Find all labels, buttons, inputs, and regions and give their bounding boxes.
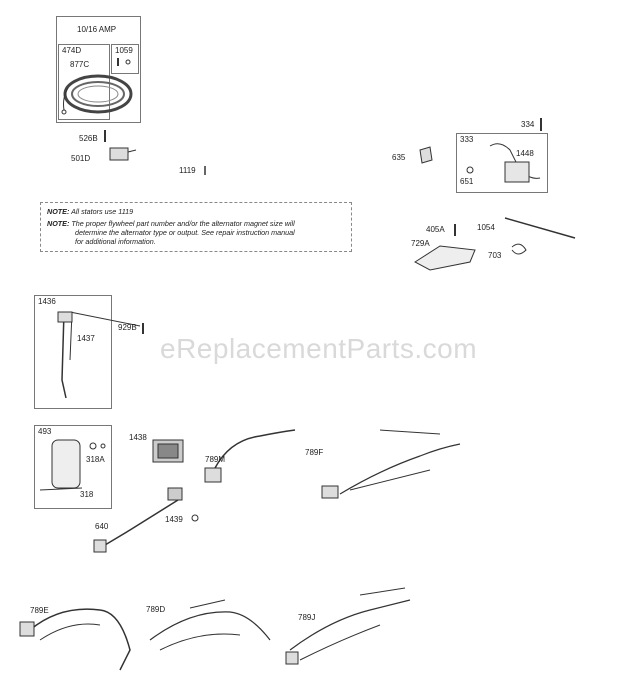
box-title-474d: 474D — [62, 46, 82, 55]
label-640: 640 — [95, 522, 109, 531]
module-493 — [39, 439, 106, 491]
box-1436: 1436 — [34, 295, 112, 409]
label-1437: 1437 — [77, 334, 95, 343]
label-703: 703 — [488, 251, 502, 260]
label-1119: 1119 — [179, 166, 196, 175]
label-1448: 1448 — [516, 149, 534, 158]
label-929b: 929B — [118, 323, 137, 332]
screw-1059 — [117, 58, 131, 66]
shield-729a — [414, 245, 476, 271]
label-334: 334 — [521, 120, 535, 129]
label-635: 635 — [392, 153, 406, 162]
label-1054: 1054 — [477, 223, 495, 232]
box-474d: 474D — [58, 44, 110, 120]
label-318: 318 — [80, 490, 94, 499]
note-text-2a: The proper flywheel part number and/or t… — [71, 219, 295, 228]
tie-1054 — [504, 217, 576, 239]
module-501d — [109, 147, 137, 161]
watermark: eReplacementParts.com — [160, 333, 478, 364]
box-493: 493 — [34, 425, 112, 509]
note-text-2c: for additional information. — [75, 237, 156, 246]
label-405a: 405A — [426, 225, 445, 234]
label-501d: 501D — [71, 154, 91, 163]
note-box: NOTE: All stators use 1119 NOTE: The pro… — [40, 202, 352, 252]
box-333: 333 — [456, 133, 548, 193]
note-label-1: NOTE: — [47, 207, 70, 216]
nut-1439 — [191, 514, 199, 522]
box-title-1059: 1059 — [115, 46, 133, 55]
harness-789d — [149, 599, 271, 651]
box-title-333: 333 — [460, 135, 474, 144]
plug-635 — [419, 146, 433, 164]
clip-703 — [511, 243, 527, 255]
box-1059: 1059 — [111, 44, 139, 74]
label-789d: 789D — [146, 605, 166, 614]
harness-789j — [285, 587, 411, 665]
label-1438: 1438 — [129, 433, 147, 442]
label-877c: 877C — [70, 60, 90, 69]
lead-640 — [93, 487, 183, 553]
box-title-1436: 1436 — [38, 297, 56, 306]
note-text-1: All stators use 1119 — [71, 207, 134, 216]
box-title-amp: 10/16 AMP — [77, 25, 117, 34]
harness-789f — [321, 429, 461, 499]
label-729a: 729A — [411, 239, 430, 248]
label-651: 651 — [460, 177, 474, 186]
note-label-2: NOTE: — [47, 219, 70, 228]
stator-ring — [61, 74, 133, 115]
label-789f: 789F — [305, 448, 324, 457]
harness-789e — [19, 608, 131, 671]
label-318a: 318A — [86, 455, 105, 464]
note-text-2b: determine the alternator type or output.… — [75, 228, 295, 237]
rectifier-1438 — [152, 439, 184, 463]
label-1439: 1439 — [165, 515, 183, 524]
box-title-493: 493 — [38, 427, 52, 436]
solenoid-333 — [466, 143, 541, 183]
label-789e: 789E — [30, 606, 49, 615]
label-789m: 789M — [205, 455, 226, 464]
wire-1436 — [57, 311, 141, 399]
harness-789m — [204, 429, 296, 483]
label-789j: 789J — [298, 613, 316, 622]
label-526b: 526B — [79, 134, 98, 143]
box-10-16-amp: 10/16 AMP — [56, 16, 141, 123]
